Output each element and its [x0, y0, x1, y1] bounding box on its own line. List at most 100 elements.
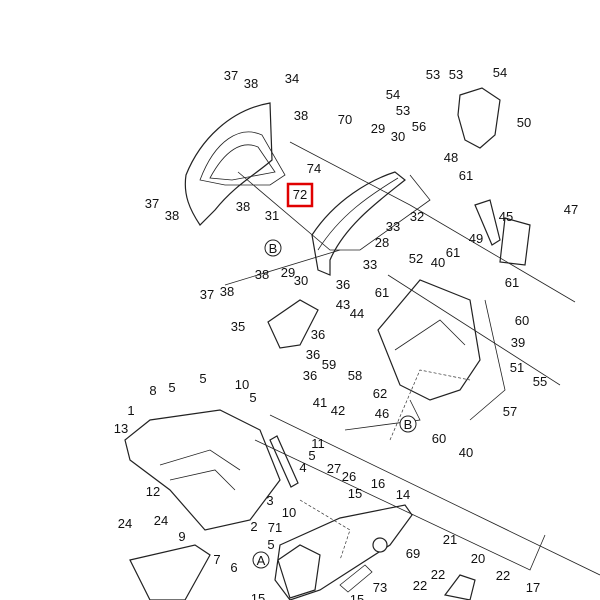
callout-5: 5	[168, 380, 175, 395]
callout-38: 38	[220, 284, 234, 299]
callout-38: 38	[244, 76, 258, 91]
callout-41: 41	[313, 395, 327, 410]
callout-14: 14	[396, 487, 410, 502]
reference-mark-circle	[252, 551, 270, 569]
callout-59: 59	[322, 357, 336, 372]
callout-52: 52	[409, 251, 423, 266]
callout-53: 53	[449, 67, 463, 82]
part-inner-panel	[377, 279, 481, 401]
callout-35: 35	[231, 319, 245, 334]
reference-mark-circle	[264, 239, 282, 257]
callout-28: 28	[375, 235, 389, 250]
callout-40: 40	[459, 445, 473, 460]
callout-60: 60	[432, 431, 446, 446]
callout-38: 38	[294, 108, 308, 123]
part-bracket-20	[443, 574, 476, 600]
callout-6: 6	[230, 560, 237, 575]
callout-37: 37	[200, 287, 214, 302]
callout-71: 71	[268, 520, 282, 535]
part-headlight-bracket	[311, 171, 406, 276]
callout-56: 56	[412, 119, 426, 134]
part-bracket-45	[474, 199, 501, 246]
highlight-box	[286, 182, 314, 208]
callout-21: 21	[443, 532, 457, 547]
callout-46: 46	[375, 406, 389, 421]
callout-57: 57	[503, 404, 517, 419]
callout-10: 10	[235, 377, 249, 392]
callout-42: 42	[331, 403, 345, 418]
callout-24: 24	[154, 513, 168, 528]
callout-8: 8	[149, 383, 156, 398]
callout-55: 55	[533, 374, 547, 389]
callout-37: 37	[145, 196, 159, 211]
callout-69: 69	[406, 546, 420, 561]
callout-33: 33	[386, 219, 400, 234]
callout-61: 61	[459, 168, 473, 183]
callout-39: 39	[511, 335, 525, 350]
callout-29: 29	[371, 121, 385, 136]
callout-53: 53	[396, 103, 410, 118]
callout-38: 38	[255, 267, 269, 282]
callout-29: 29	[281, 265, 295, 280]
callout-49: 49	[469, 231, 483, 246]
callout-12: 12	[146, 484, 160, 499]
part-cover-35	[267, 299, 319, 349]
reference-mark-circle	[399, 415, 417, 433]
callout-16: 16	[371, 476, 385, 491]
part-panel-24	[129, 544, 211, 600]
callout-22: 22	[413, 578, 427, 593]
callout-60: 60	[515, 313, 529, 328]
part-cover-47	[499, 217, 531, 266]
callout-73: 73	[373, 580, 387, 595]
callout-1: 1	[127, 403, 134, 418]
callout-36: 36	[306, 347, 320, 362]
callout-54: 54	[493, 65, 507, 80]
part-upper-cowl	[184, 102, 273, 226]
callout-40: 40	[431, 255, 445, 270]
callout-27: 27	[327, 461, 341, 476]
callout-43: 43	[336, 297, 350, 312]
callout-38: 38	[236, 199, 250, 214]
part-strip-4	[269, 435, 299, 488]
part-emblem-69	[372, 537, 388, 553]
callout-15: 15	[348, 486, 362, 501]
callout-3: 3	[266, 493, 273, 508]
callout-53: 53	[426, 67, 440, 82]
part-side-cowl-1	[124, 409, 281, 531]
callout-5: 5	[249, 390, 256, 405]
callout-61: 61	[505, 275, 519, 290]
callout-17: 17	[526, 580, 540, 595]
callout-30: 30	[294, 273, 308, 288]
callout-11: 11	[311, 436, 325, 451]
callout-50: 50	[517, 115, 531, 130]
callout-62: 62	[373, 386, 387, 401]
reference-mark-B: B	[269, 241, 278, 256]
callout-30: 30	[391, 129, 405, 144]
callout-5: 5	[199, 371, 206, 386]
reference-mark-A: A	[257, 553, 266, 568]
callout-38: 38	[165, 208, 179, 223]
part-meter-bracket	[457, 87, 501, 149]
callout-74: 74	[307, 161, 321, 176]
callout-54: 54	[386, 87, 400, 102]
callout-24: 24	[118, 516, 132, 531]
callout-61: 61	[446, 245, 460, 260]
reference-mark-B: B	[404, 417, 413, 432]
callout-15: 15	[251, 591, 265, 600]
callout-13: 13	[114, 421, 128, 436]
callout-5: 5	[308, 448, 315, 463]
callout-51: 51	[510, 360, 524, 375]
callout-22: 22	[496, 568, 510, 583]
callout-44: 44	[350, 306, 364, 321]
callout-36: 36	[311, 327, 325, 342]
callout-72: 72	[293, 187, 307, 202]
reference-marks: B B A	[252, 239, 417, 569]
callout-5: 5	[267, 537, 274, 552]
callout-2: 2	[250, 519, 257, 534]
part-duct-71	[277, 544, 321, 599]
callout-33: 33	[363, 257, 377, 272]
callout-48: 48	[444, 150, 458, 165]
part-outlines	[124, 87, 531, 600]
